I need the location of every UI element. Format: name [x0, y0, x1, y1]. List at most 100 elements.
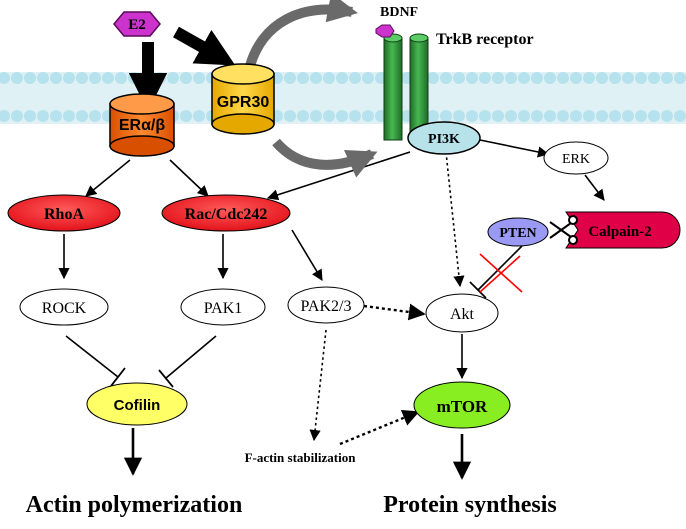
- lipid-head: [284, 72, 296, 84]
- akt-node: Akt: [425, 293, 499, 333]
- lipid-head: [622, 110, 634, 122]
- gpr30-to-pi3k-curved-arrow: [272, 138, 378, 178]
- lipid-head: [180, 72, 192, 84]
- lipid-head: [505, 72, 517, 84]
- lipid-head: [11, 110, 23, 122]
- factin-to-mtor-dotted: [339, 409, 420, 446]
- lipid-head: [50, 72, 62, 84]
- gpr30-label: GPR30: [217, 94, 270, 111]
- lipid-head: [193, 72, 205, 84]
- lipid-head: [570, 110, 582, 122]
- lipid-head: [596, 72, 608, 84]
- lipid-head: [336, 110, 348, 122]
- lipid-head: [635, 110, 647, 122]
- pten-inhibit-bar: [469, 281, 487, 299]
- lipid-head: [24, 110, 36, 122]
- lipid-head: [0, 110, 10, 122]
- er-to-rhoa-arrow: [85, 159, 131, 197]
- lipid-head: [297, 72, 309, 84]
- pten-node: PTEN: [487, 217, 549, 247]
- lipid-head: [115, 72, 127, 84]
- protein-synthesis-label: Protein synthesis: [383, 492, 557, 518]
- pak1-inhibit-bar: [158, 369, 174, 388]
- pak23-to-factin-dotted: [309, 329, 327, 442]
- bdnf-label: BDNF: [380, 5, 418, 20]
- lipid-head: [583, 72, 595, 84]
- gpr30-node: GPR30: [211, 63, 275, 135]
- lipid-head: [440, 72, 452, 84]
- lipid-head: [297, 110, 309, 122]
- lipid-head: [37, 110, 49, 122]
- lipid-head: [323, 110, 335, 122]
- cofilin-node: Cofilin: [86, 382, 188, 426]
- pten-label: PTEN: [499, 226, 536, 241]
- lipid-head: [24, 72, 36, 84]
- lipid-head: [466, 72, 478, 84]
- pak1-inhibits-cofilin: [165, 335, 217, 379]
- lipid-head: [674, 110, 686, 122]
- rhoa-label: RhoA: [44, 206, 84, 223]
- rac-to-pak23-arrow: [291, 229, 323, 281]
- bdnf-node: BDNF: [375, 5, 418, 38]
- lipid-head: [440, 110, 452, 122]
- erk-node: ERK: [543, 141, 609, 175]
- lipid-head: [518, 110, 530, 122]
- lipid-head: [492, 110, 504, 122]
- lipid-head: [453, 110, 465, 122]
- lipid-head: [648, 72, 660, 84]
- connections: [58, 26, 605, 480]
- trkb-label: TrkB receptor: [436, 31, 534, 48]
- er-label: ERα/β: [119, 117, 166, 134]
- cell-membrane: [0, 72, 686, 124]
- lipid-head: [427, 72, 439, 84]
- pi3k-to-erk-arrow: [479, 139, 550, 158]
- lipid-head: [0, 72, 10, 84]
- erk-to-calpain-arrow: [584, 174, 605, 201]
- lipid-head: [557, 72, 569, 84]
- pi3k-node: PI3K: [407, 121, 481, 155]
- rock-inhibits-cofilin: [65, 335, 119, 378]
- lipid-head: [128, 72, 140, 84]
- factin-label: F-actin stabilization: [245, 450, 357, 465]
- lipid-head: [37, 72, 49, 84]
- lipid-head: [479, 72, 491, 84]
- rac-node: Rac/Cdc242: [161, 194, 291, 232]
- lipid-head: [596, 110, 608, 122]
- pak23-to-akt-dotted: [363, 303, 426, 321]
- lipid-head: [50, 110, 62, 122]
- lipid-head: [284, 110, 296, 122]
- pi3k-to-rac-arrow: [266, 151, 411, 201]
- lipid-head: [63, 110, 75, 122]
- lipid-head: [583, 110, 595, 122]
- pak1-label: PAK1: [204, 300, 243, 317]
- e2-to-gpr30-arrow: [173, 26, 236, 66]
- lipid-head: [11, 72, 23, 84]
- pi3k-label: PI3K: [428, 132, 460, 147]
- lipid-head: [570, 72, 582, 84]
- rock-label: ROCK: [42, 300, 87, 317]
- lipid-head: [609, 72, 621, 84]
- lipid-head: [622, 72, 634, 84]
- pak23-label: PAK2/3: [301, 298, 352, 315]
- lipid-head: [89, 72, 101, 84]
- lipid-head: [544, 110, 556, 122]
- lipid-head: [89, 110, 101, 122]
- mtor-label: mTOR: [437, 397, 488, 416]
- pak23-node: PAK2/3: [287, 286, 365, 324]
- lipid-head: [635, 72, 647, 84]
- lipid-head: [531, 110, 543, 122]
- lipid-head: [505, 110, 517, 122]
- lipid-head: [310, 110, 322, 122]
- membrane-heads: [0, 72, 686, 122]
- e2-node: E2: [113, 11, 161, 37]
- lipid-head: [466, 110, 478, 122]
- lipid-head: [154, 72, 166, 84]
- erk-label: ERK: [562, 152, 590, 167]
- lipid-head: [76, 110, 88, 122]
- lipid-head: [193, 110, 205, 122]
- lipid-head: [336, 72, 348, 84]
- lipid-head: [362, 110, 374, 122]
- lipid-head: [63, 72, 75, 84]
- lipid-head: [557, 110, 569, 122]
